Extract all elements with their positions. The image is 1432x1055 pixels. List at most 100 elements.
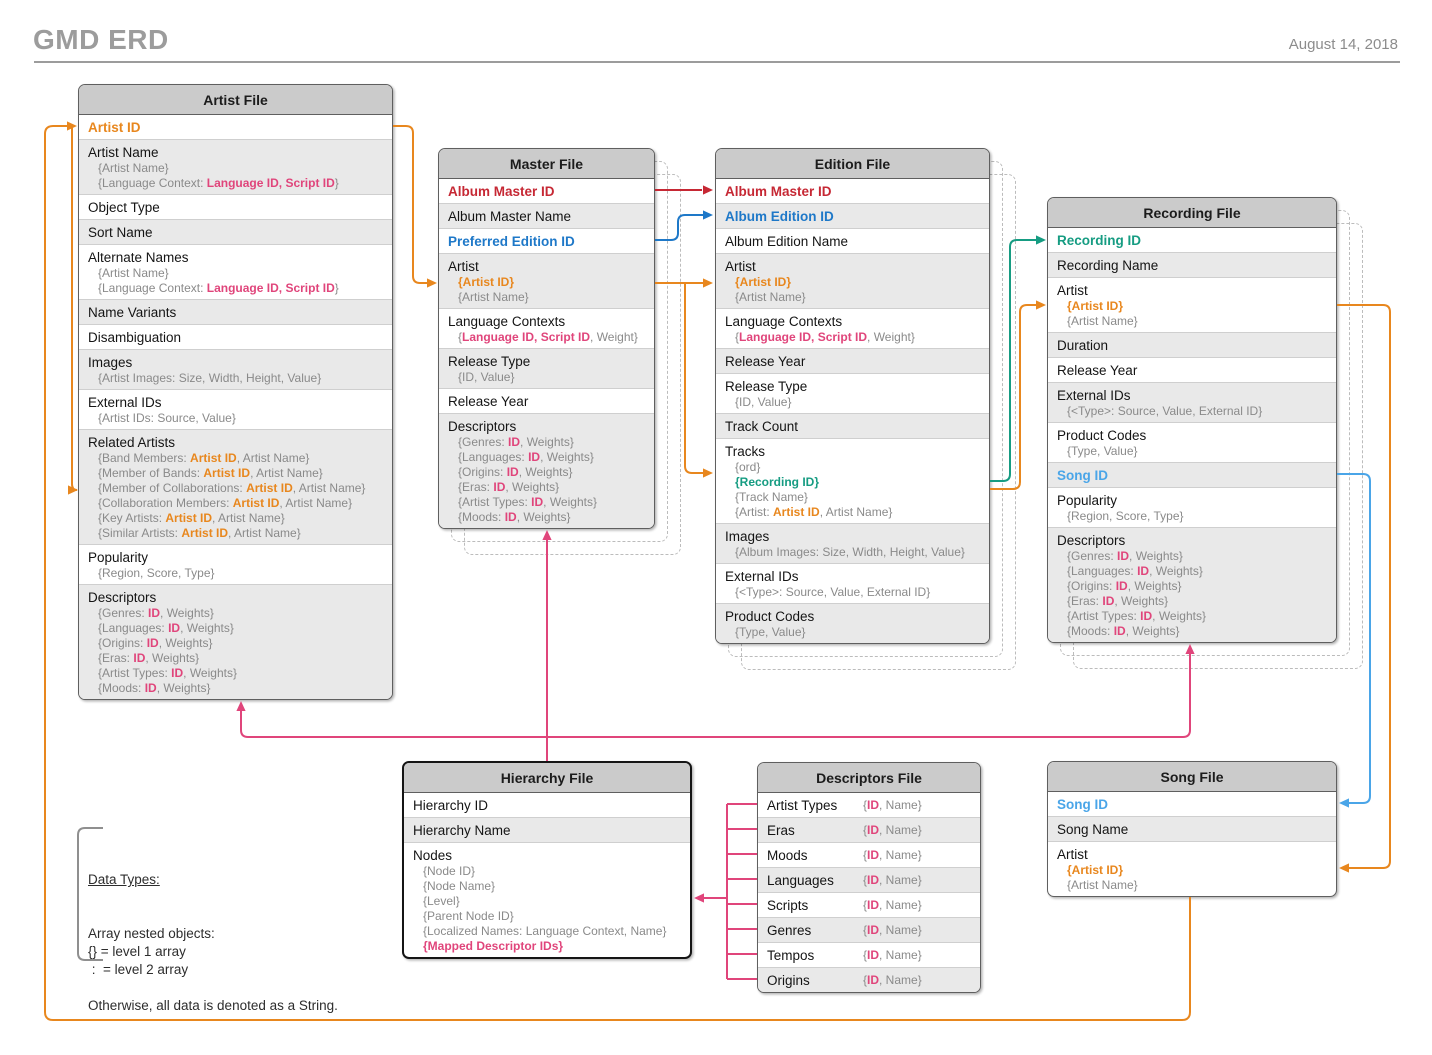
key-token: Artist ID — [181, 526, 229, 540]
connector-hierarchy-to-artist-and-recording-arrowhead — [236, 701, 246, 711]
key-token: ID — [508, 435, 521, 449]
field-value: {ID, Name} — [863, 823, 922, 837]
field-name: Track Count — [725, 419, 799, 434]
table-row: Album Master ID — [439, 179, 654, 204]
field-name: Alternate Names — [88, 250, 189, 265]
field-name: Album Master ID — [725, 184, 832, 199]
key-token: {Mapped Descriptor IDs} — [423, 939, 564, 953]
table-row: Product Codes{Type, Value} — [1048, 423, 1336, 463]
field-name: Language Contexts — [448, 314, 566, 329]
field-name: Duration — [1057, 338, 1109, 353]
connector-descriptors-to-hierarchy-arrowhead — [694, 893, 704, 903]
table-row: Album Edition ID — [716, 204, 989, 229]
field-sub: {Origins: ID, Weights} — [98, 636, 213, 650]
field-sub: {Artist ID} — [725, 275, 981, 290]
connector-artist-id-loop-arrowhead — [67, 121, 77, 131]
field-name: Album Master Name — [448, 209, 572, 224]
field-sub: {Genres: ID, Weights} — [458, 435, 574, 449]
field-name: Release Year — [448, 394, 529, 409]
field-sub: {Key Artists: Artist ID, Artist Name} — [98, 511, 285, 525]
field-name: Recording Name — [1057, 258, 1159, 273]
field-value: {ID, Name} — [863, 873, 922, 887]
title-divider — [34, 61, 1400, 63]
table-row: Artist{Artist ID}{Artist Name} — [439, 254, 654, 309]
note-lines: Array nested objects:{} = level 1 array … — [88, 925, 338, 1015]
key-token: ID — [144, 681, 157, 695]
table-row: Disambiguation — [79, 325, 392, 350]
key-token: ID — [1137, 564, 1150, 578]
key-token: Language ID, Script ID — [462, 330, 591, 344]
key-token: Language ID, Script ID — [206, 281, 335, 295]
field-value: {ID, Name} — [863, 848, 922, 862]
field-sub: {Localized Names: Language Context, Name… — [423, 924, 667, 938]
field-name: Related Artists — [88, 435, 176, 450]
field-sub: {Artist Name} — [735, 290, 806, 304]
field-sub: {Languages: ID, Weights} — [458, 450, 594, 464]
field-name: Popularity — [88, 550, 149, 565]
field-sub: {Parent Node ID} — [423, 909, 514, 923]
field-sub: {Moods: ID, Weights} — [98, 681, 211, 695]
key-token: ID — [867, 948, 880, 962]
key-token: ID — [133, 651, 146, 665]
table-row: Recording ID — [1048, 228, 1336, 253]
field-sub: {Artist ID} — [448, 275, 646, 290]
field-name: Descriptors — [1057, 533, 1126, 548]
key-token: Artist ID — [773, 505, 820, 519]
table-row: Descriptors{Genres: ID, Weights}{Languag… — [439, 414, 654, 528]
table-title-recording-file: Recording File — [1048, 198, 1336, 228]
key-token: ID — [148, 606, 161, 620]
field-name: Artist Name — [88, 145, 159, 160]
field-name: Release Year — [725, 354, 806, 369]
field-name: Song ID — [1057, 797, 1108, 812]
field-name: Scripts — [767, 898, 809, 913]
field-sub: {Genres: ID, Weights} — [1067, 549, 1183, 563]
key-token: ID — [867, 848, 880, 862]
page-date: August 14, 2018 — [1288, 36, 1398, 53]
field-sub: {Level} — [423, 894, 460, 908]
field-value: {ID, Name} — [863, 898, 922, 912]
field-sub: {Node Name} — [423, 879, 496, 893]
field-sub: {Language Context: Language ID, Script I… — [98, 176, 339, 190]
field-sub: {Origins: ID, Weights} — [1067, 579, 1182, 593]
field-sub: {Artist Name} — [458, 290, 529, 304]
note-line: : = level 2 array — [88, 962, 189, 977]
table-row: Origins{ID, Name} — [758, 968, 980, 992]
field-name: Moods — [767, 848, 808, 863]
connector-artist-id-related-artists-arrowhead — [68, 485, 78, 495]
field-value: {ID, Name} — [863, 923, 922, 937]
field-name: Languages — [767, 873, 834, 888]
key-token: Artist ID — [203, 466, 251, 480]
table-row: Genres{ID, Name} — [758, 918, 980, 943]
field-sub: {ID, Value} — [458, 370, 515, 384]
field-name: Name Variants — [88, 305, 177, 320]
field-sub: {Eras: ID, Weights} — [1067, 594, 1169, 608]
table-row: Release Year — [1048, 358, 1336, 383]
table-row: Images{Album Images: Size, Width, Height… — [716, 524, 989, 564]
key-token: ID — [867, 873, 880, 887]
key-token: ID — [1140, 609, 1153, 623]
field-name: Release Year — [1057, 363, 1138, 378]
table-row: Artist Types{ID, Name} — [758, 793, 980, 818]
table-row: Preferred Edition ID — [439, 229, 654, 254]
table-row: Release Type{ID, Value} — [439, 349, 654, 389]
table-row: Hierarchy ID — [404, 793, 690, 818]
key-token: {Artist ID} — [1067, 863, 1124, 877]
field-name: Song Name — [1057, 822, 1129, 837]
field-name: Eras — [767, 823, 795, 838]
table-row: Artist ID — [79, 115, 392, 140]
table-row: Recording Name — [1048, 253, 1336, 278]
key-token: {Artist ID} — [1067, 299, 1124, 313]
connector-song-id-link-arrowhead — [1339, 798, 1349, 808]
table-row: Languages {ID, Name} — [758, 868, 980, 893]
field-sub: {ID, Value} — [735, 395, 792, 409]
field-sub: {Artist ID} — [1057, 299, 1328, 314]
field-sub: {Member of Collaborations: Artist ID, Ar… — [98, 481, 366, 495]
table-row: Descriptors{Genres: ID, Weights}{Languag… — [79, 585, 392, 699]
table-row: Artist{Artist ID}{Artist Name} — [716, 254, 989, 309]
table-row: Alternate Names{Artist Name}{Language Co… — [79, 245, 392, 300]
